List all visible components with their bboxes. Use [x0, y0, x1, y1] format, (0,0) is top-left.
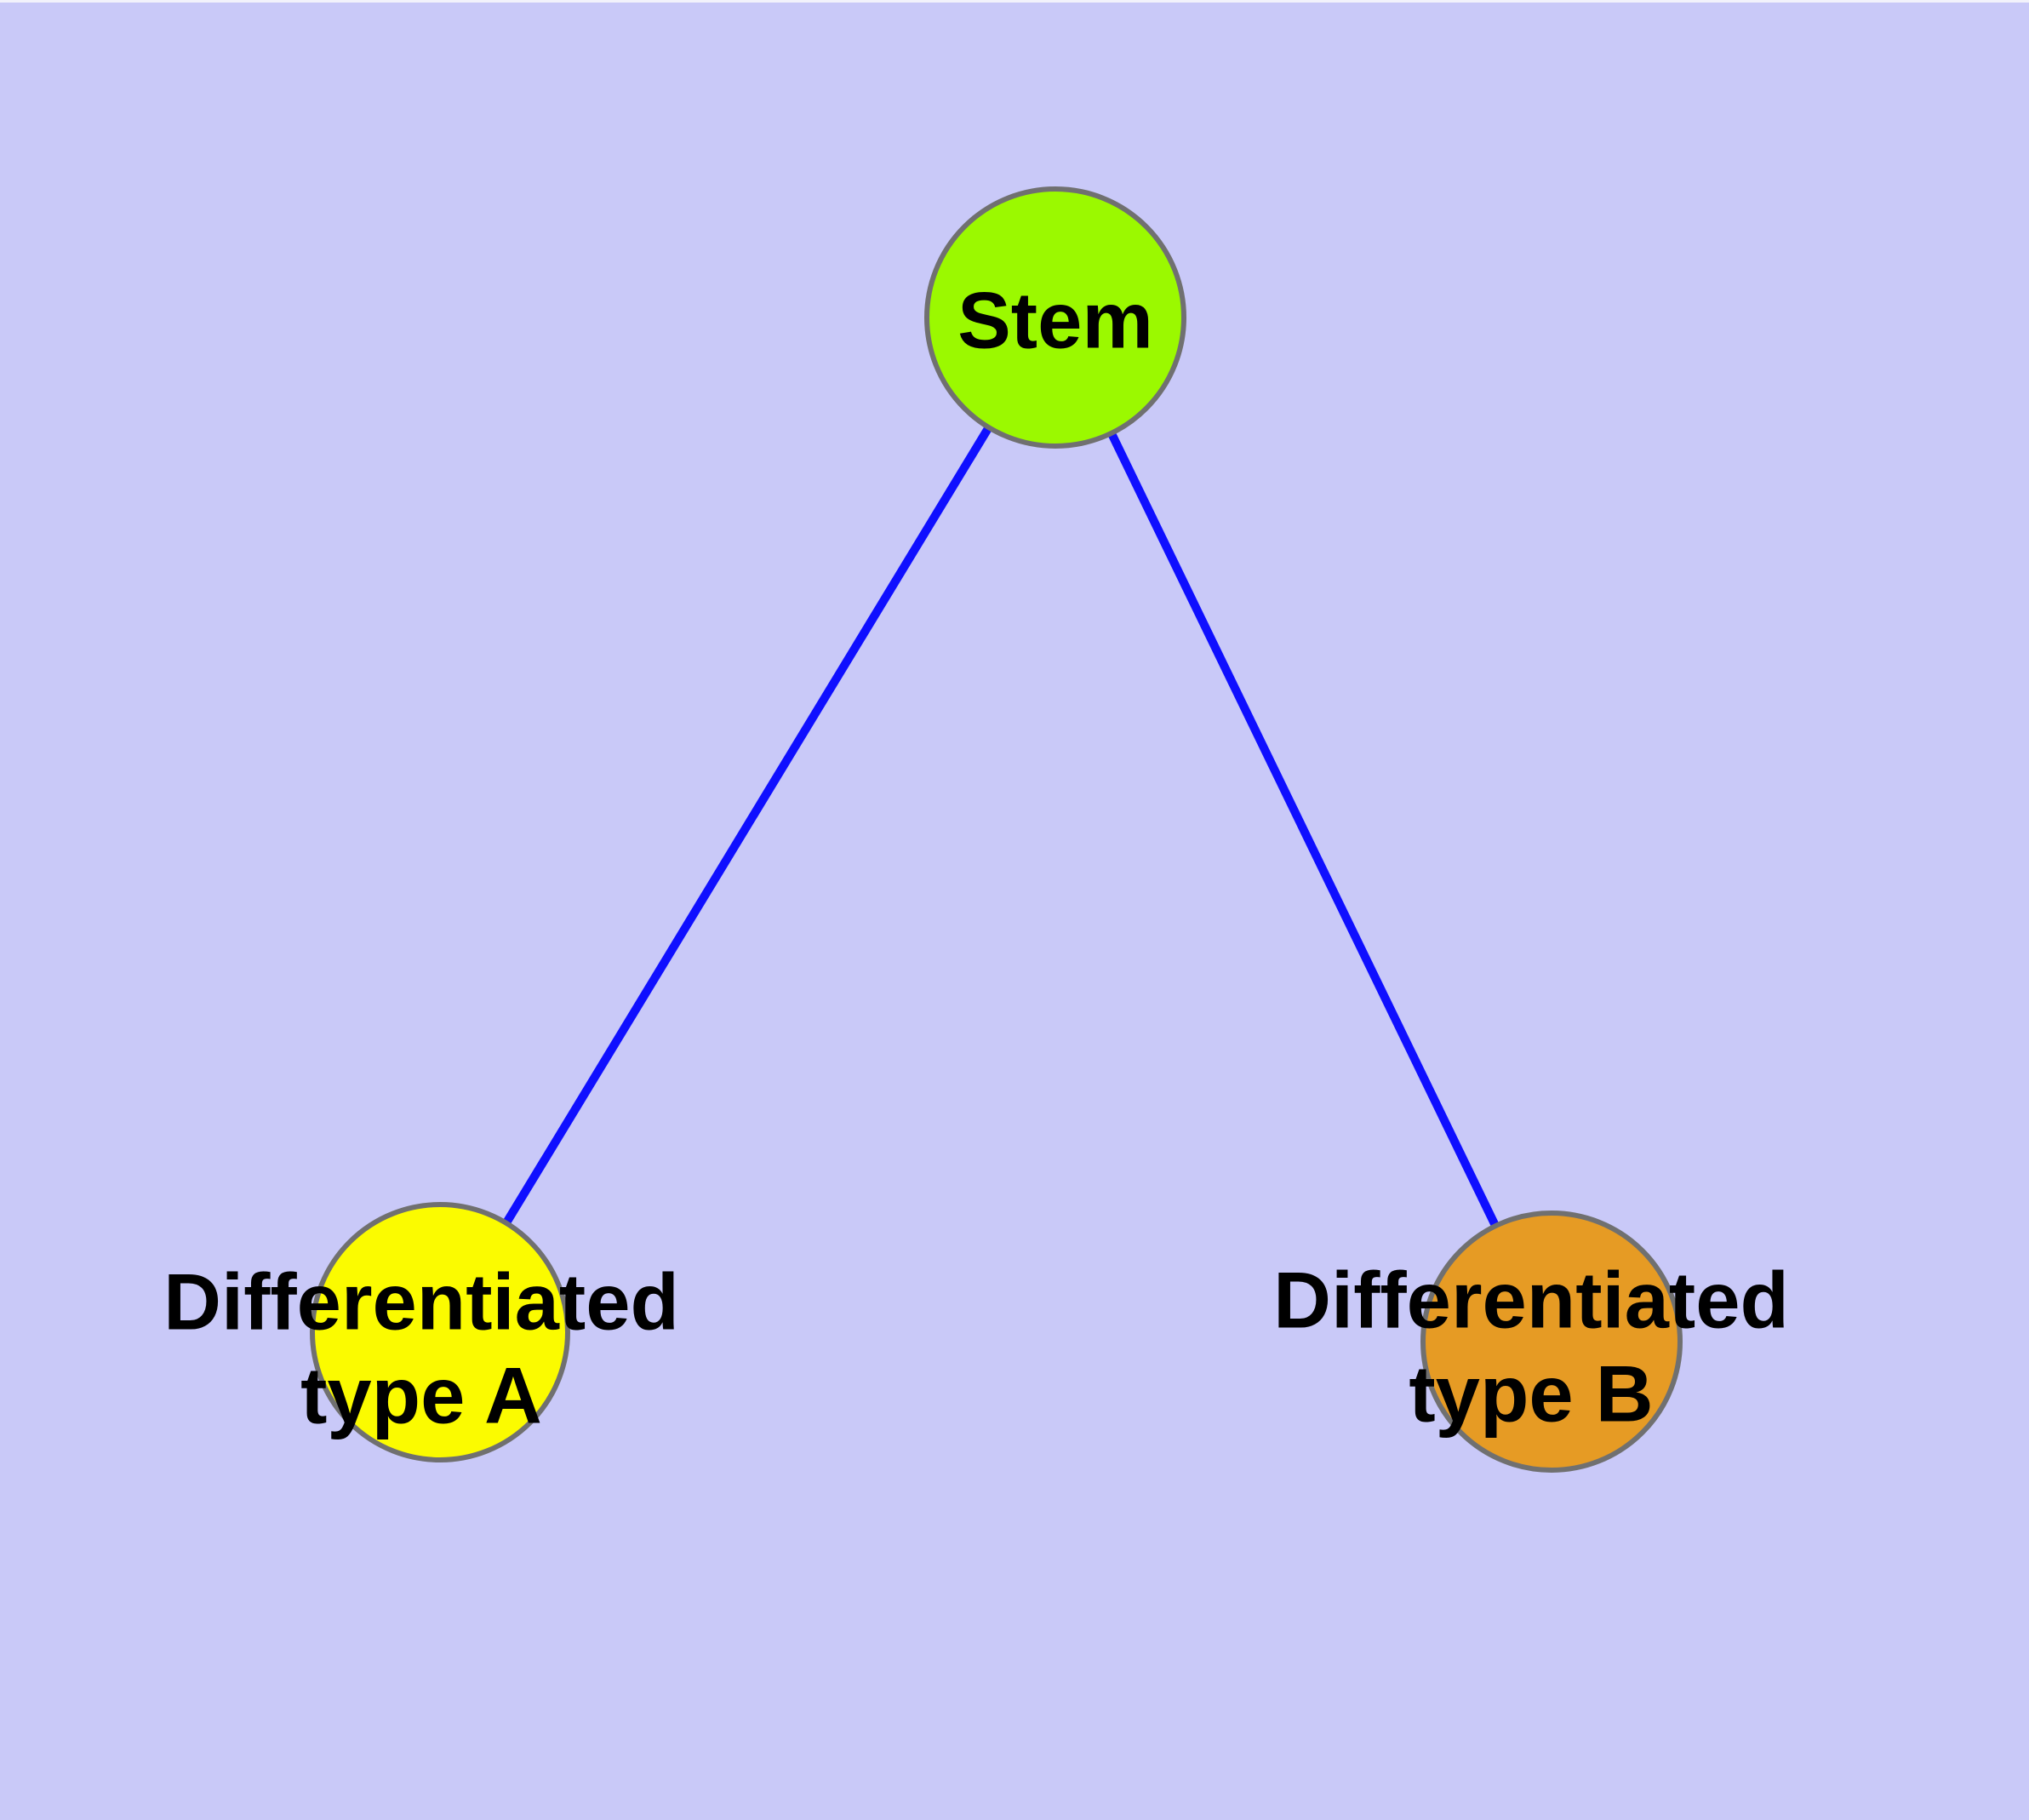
nodes-layer	[310, 186, 1683, 1473]
edges-layer	[436, 315, 1556, 1344]
node-differentiated-type-b-label-line-2: type B	[1409, 1349, 1653, 1439]
node-differentiated-type-b-circle	[1420, 1210, 1683, 1473]
node-differentiated-type-a-circle	[310, 1202, 570, 1462]
edge-stem-to-differentiated-type-a	[436, 315, 1060, 1335]
node-differentiated-type-a-label-line-1: Differentiated	[163, 1257, 679, 1347]
window-top-edge	[0, 0, 2029, 3]
node-stem-label-line-1: Stem	[957, 276, 1153, 365]
node-differentiated-type-a-label-line-2: type A	[300, 1351, 542, 1440]
node-differentiated-type-b-label-line-1: Differentiated	[1273, 1256, 1789, 1345]
node-stem-circle	[924, 186, 1186, 449]
node-stem-label: Stem	[957, 276, 1153, 365]
edge-stem-to-differentiated-type-b	[1051, 315, 1556, 1344]
